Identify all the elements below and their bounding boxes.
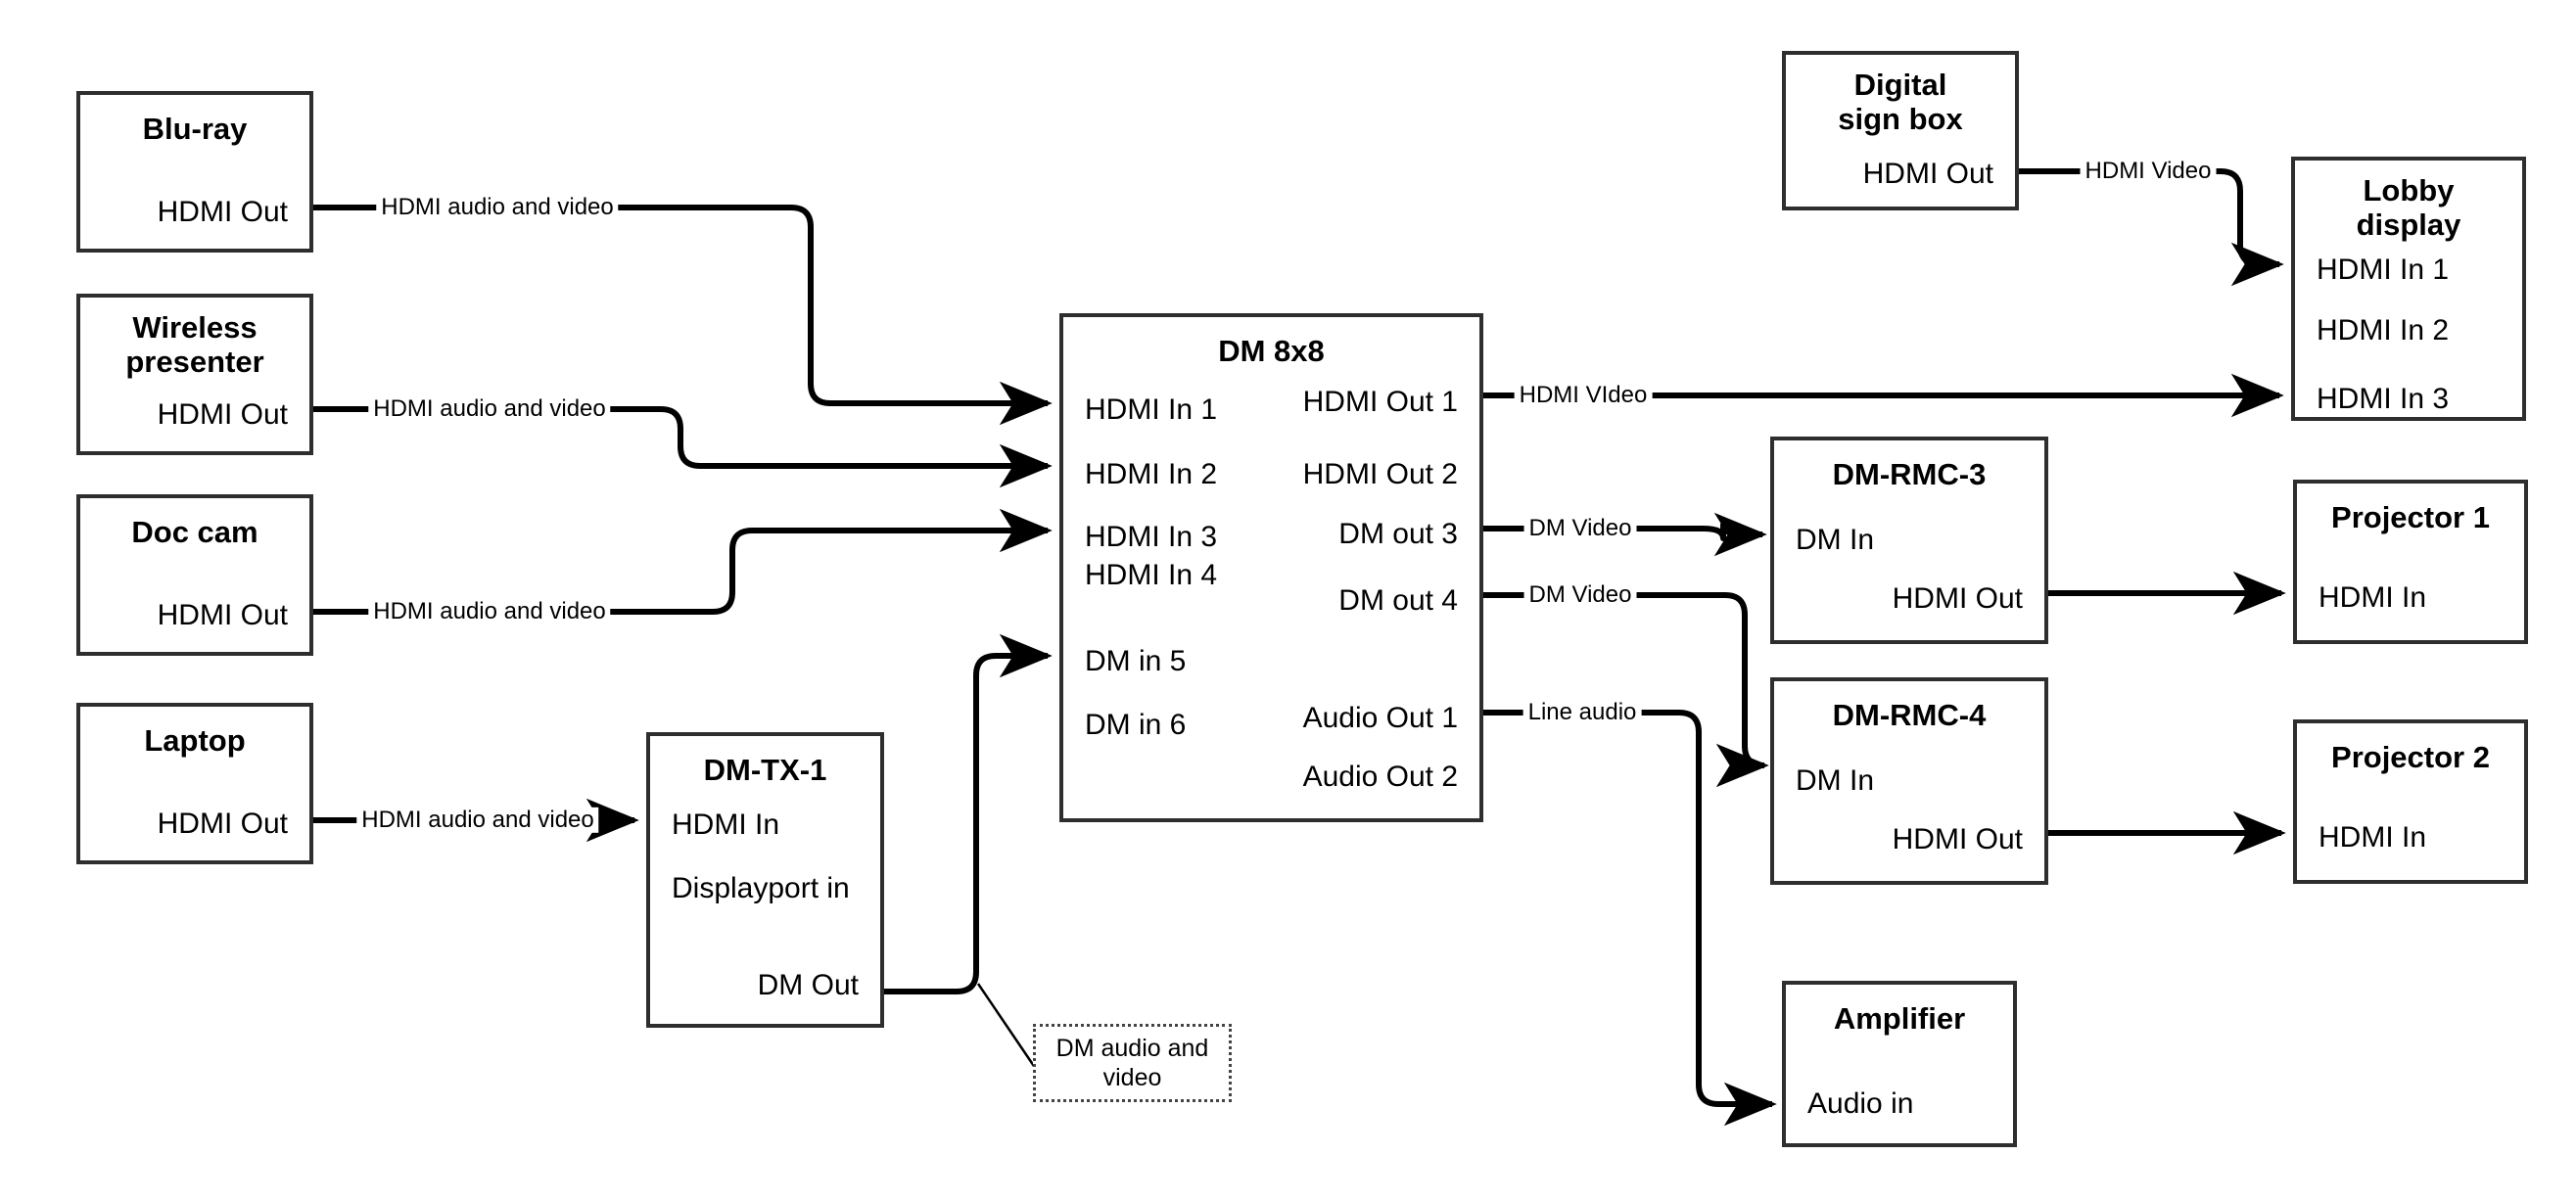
port-rmc4-hdmi-out: HDMI Out <box>1892 823 2023 855</box>
port-digitalsign-hdmi-out: HDMI Out <box>1862 158 1993 190</box>
node-dm-rmc-4-title: DM-RMC-4 <box>1832 698 1987 732</box>
wire-sign-to-lobby-in-1 <box>2019 168 2284 287</box>
node-dm-rmc-4[interactable]: DM-RMC-4 DM In HDMI Out <box>1770 677 2048 885</box>
node-projector-1[interactable]: Projector 1 HDMI In <box>2293 480 2528 644</box>
node-dm-8x8-title: DM 8x8 <box>1218 334 1325 368</box>
port-dm8x8-hdmi-out-2: HDMI Out 2 <box>1302 458 1458 490</box>
node-projector-1-title: Projector 1 <box>2331 500 2490 534</box>
node-projector-2[interactable]: Projector 2 HDMI In <box>2293 719 2528 884</box>
wire-label-doccam: HDMI audio and video <box>368 598 611 625</box>
wire-label-hdmi-out-1: HDMI VIdeo <box>1514 382 1653 409</box>
node-amplifier[interactable]: Amplifier Audio in <box>1782 981 2017 1147</box>
port-dm8x8-hdmi-in-3: HDMI In 3 <box>1085 521 1218 553</box>
port-wireless-hdmi-out: HDMI Out <box>157 398 288 431</box>
port-projector2-hdmi-in: HDMI In <box>2318 821 2427 854</box>
wire-dmtx1-to-dm-in-5 <box>884 633 1053 994</box>
wire-label-wireless: HDMI audio and video <box>368 395 611 423</box>
port-doccam-hdmi-out: HDMI Out <box>157 599 288 631</box>
callout-leader-line <box>976 983 1042 1076</box>
wire-bluray-to-hdmi-in-1 <box>313 205 1053 426</box>
wire-dm-out-4-to-rmc4 <box>1483 592 1769 788</box>
port-dm8x8-audio-out-1: Audio Out 1 <box>1302 702 1458 734</box>
wire-audio-out-1-to-amplifier <box>1483 710 1777 1127</box>
node-wireless-presenter[interactable]: Wireless presenter HDMI Out <box>76 294 313 455</box>
port-dmtx1-dm-out: DM Out <box>757 969 859 1001</box>
port-laptop-hdmi-out: HDMI Out <box>157 808 288 840</box>
node-projector-2-title: Projector 2 <box>2331 740 2490 774</box>
wire-label-audio-out-1: Line audio <box>1522 699 1642 726</box>
node-wireless-presenter-title: Wireless presenter <box>125 310 264 379</box>
port-lobby-hdmi-in-2: HDMI In 2 <box>2317 314 2450 346</box>
wire-label-dm-out-3: DM Video <box>1523 515 1637 542</box>
node-doc-cam-title: Doc cam <box>131 515 258 549</box>
node-bluray-title: Blu-ray <box>142 112 248 146</box>
wire-label-laptop: HDMI audio and video <box>356 807 599 834</box>
port-amplifier-audio-in: Audio in <box>1807 1087 1914 1120</box>
node-dm-tx-1-title: DM-TX-1 <box>703 753 827 787</box>
node-lobby-display-title: Lobby display <box>2356 173 2461 242</box>
port-lobby-hdmi-in-1: HDMI In 1 <box>2317 254 2450 286</box>
port-dm8x8-hdmi-in-2: HDMI In 2 <box>1085 458 1218 490</box>
port-dm8x8-dm-out-4: DM out 4 <box>1338 584 1458 617</box>
port-projector1-hdmi-in: HDMI In <box>2318 581 2427 614</box>
port-dm8x8-hdmi-in-4: HDMI In 4 <box>1085 559 1218 591</box>
wire-wireless-to-hdmi-in-2 <box>313 406 1053 488</box>
node-dm-rmc-3-title: DM-RMC-3 <box>1832 457 1987 491</box>
callout-dm-audio-and-video: DM audio and video <box>1033 1024 1232 1102</box>
node-dm-8x8[interactable]: DM 8x8 HDMI In 1 HDMI In 2 HDMI In 3 HDM… <box>1059 313 1483 822</box>
port-dm8x8-dm-in-6: DM in 6 <box>1085 709 1187 741</box>
wire-label-dm-out-4: DM Video <box>1523 581 1637 609</box>
node-lobby-display[interactable]: Lobby display HDMI In 1 HDMI In 2 HDMI I… <box>2291 157 2526 421</box>
port-rmc3-hdmi-out: HDMI Out <box>1892 582 2023 615</box>
node-dm-tx-1[interactable]: DM-TX-1 HDMI In Displayport in DM Out <box>646 732 884 1028</box>
node-bluray[interactable]: Blu-ray HDMI Out <box>76 91 313 253</box>
port-rmc4-dm-in: DM In <box>1796 764 1875 797</box>
port-dmtx1-hdmi-in: HDMI In <box>672 808 780 841</box>
node-digital-sign-box-title: Digital sign box <box>1838 68 1963 136</box>
port-rmc3-dm-in: DM In <box>1796 524 1875 556</box>
port-dm8x8-hdmi-in-1: HDMI In 1 <box>1085 393 1218 426</box>
port-bluray-hdmi-out: HDMI Out <box>157 196 288 228</box>
node-laptop[interactable]: Laptop HDMI Out <box>76 703 313 864</box>
node-doc-cam[interactable]: Doc cam HDMI Out <box>76 494 313 656</box>
node-digital-sign-box[interactable]: Digital sign box HDMI Out <box>1782 51 2019 210</box>
port-dm8x8-dm-out-3: DM out 3 <box>1338 518 1458 550</box>
node-amplifier-title: Amplifier <box>1833 1001 1966 1036</box>
node-dm-rmc-3[interactable]: DM-RMC-3 DM In HDMI Out <box>1770 437 2048 644</box>
wire-dm-out-3-to-rmc3 <box>1483 512 1767 557</box>
wire-label-bluray: HDMI audio and video <box>376 194 619 221</box>
port-dm8x8-audio-out-2: Audio Out 2 <box>1302 761 1458 793</box>
wire-label-sign-to-lobby: HDMI Video <box>2080 158 2217 185</box>
node-laptop-title: Laptop <box>144 723 246 758</box>
port-lobby-hdmi-in-3: HDMI In 3 <box>2317 383 2450 415</box>
wire-doccam-to-hdmi-in-3 <box>313 508 1053 615</box>
port-dm8x8-hdmi-out-1: HDMI Out 1 <box>1302 386 1458 418</box>
port-dmtx1-displayport-in: Displayport in <box>672 872 850 904</box>
port-dm8x8-dm-in-5: DM in 5 <box>1085 645 1187 677</box>
